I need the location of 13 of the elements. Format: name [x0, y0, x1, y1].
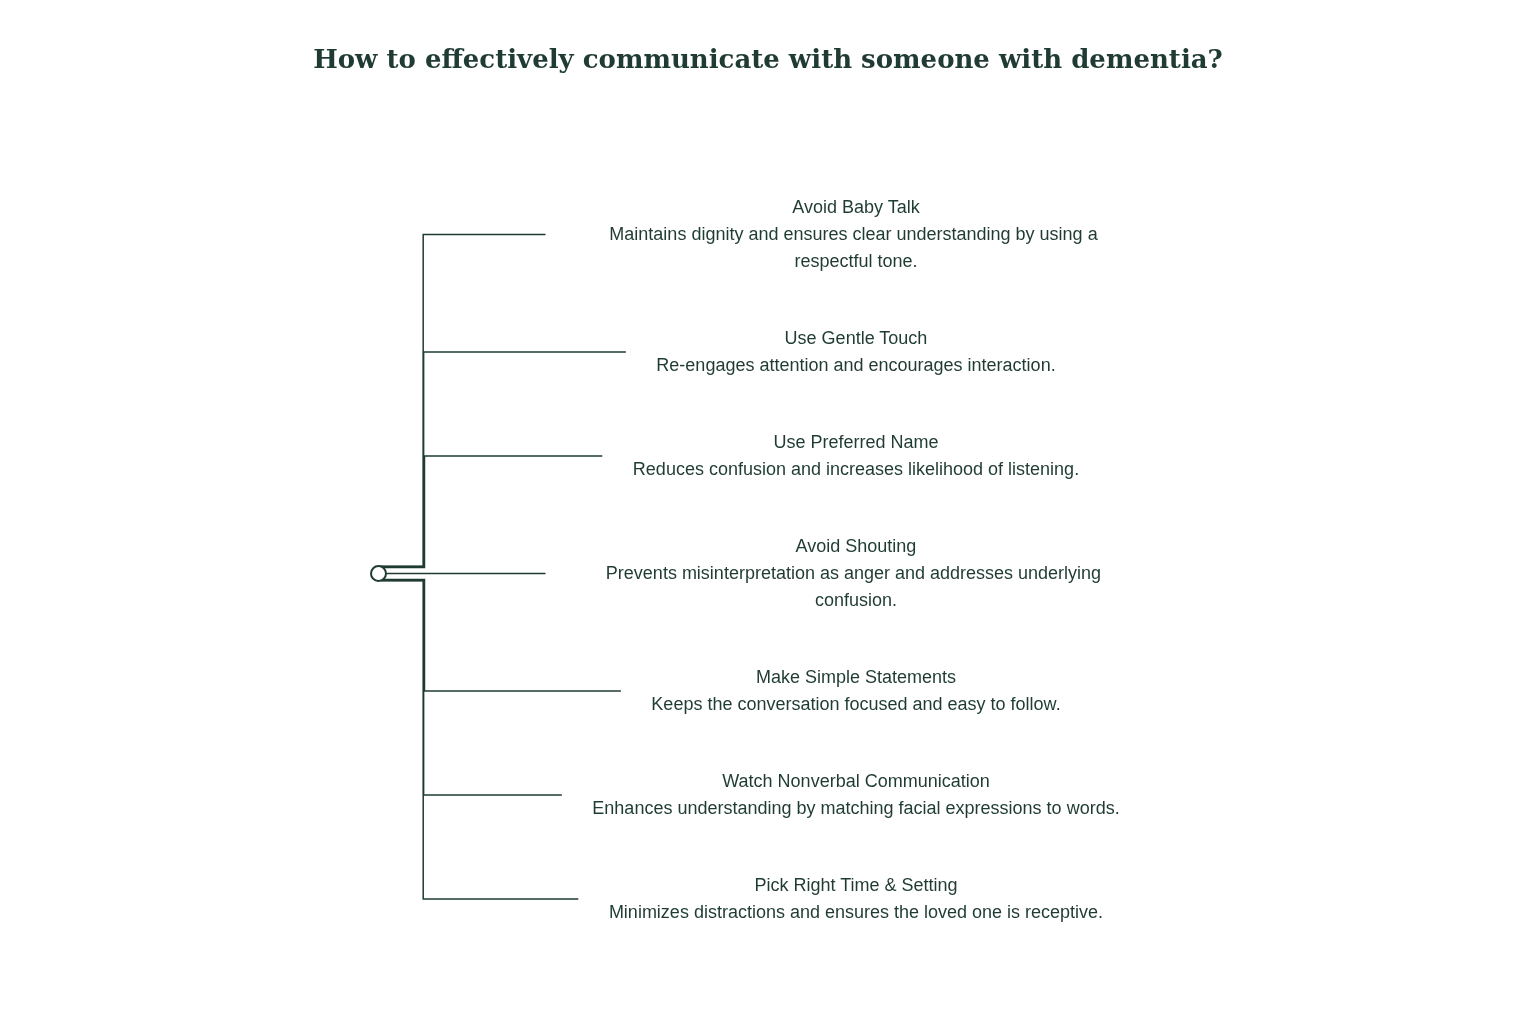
connector [381, 578, 622, 692]
node-text: Avoid Shouting Prevents misinterpretation as anger and addresses underlying confusion. [605, 536, 1101, 610]
node-text: Use Gentle Touch Re-engages attention and encourages interaction. [655, 328, 1056, 375]
node-text: Watch Nonverbal Communication Enhances understanding by matching facial expressions to words. [591, 771, 1120, 818]
node-text: Make Simple Statements Keeps the conversation focused and easy to follow. [650, 667, 1061, 714]
connector [384, 572, 547, 575]
node-text: Pick Right Time & Setting Minimizes distractions and ensures the loved one is receptive. [608, 875, 1103, 922]
node-text: Use Preferred Name Reduces confusion and increases likelihood of listening. [632, 432, 1079, 479]
connector [380, 351, 627, 568]
title: How to effectively communicate with someone with dementia? [312, 43, 1224, 76]
node-circle [369, 565, 387, 582]
connector [379, 233, 547, 567]
node-text: Avoid Baby Talk Maintains dignity and ensures clear understanding by using a respectful tone. [608, 197, 1098, 271]
